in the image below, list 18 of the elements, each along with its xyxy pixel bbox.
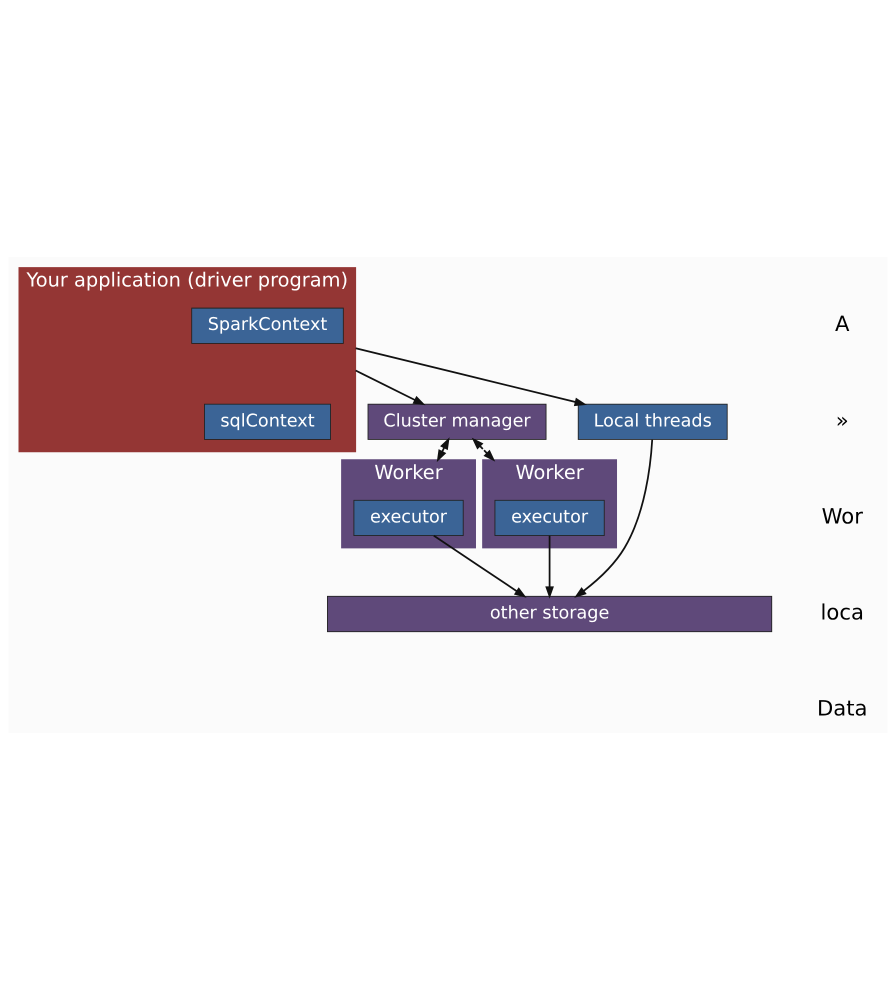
label: loca <box>820 598 864 624</box>
arrow <box>472 437 496 462</box>
node-box: SparkContext <box>191 307 344 344</box>
label: Wor <box>822 502 863 528</box>
arrow <box>545 535 554 598</box>
arrow <box>355 369 426 405</box>
node-box: executor <box>353 499 464 536</box>
node-box: executor <box>494 499 605 536</box>
label: Data <box>817 695 868 720</box>
arrow <box>574 439 654 598</box>
node-box: sqlContext <box>204 403 331 440</box>
label: A <box>835 310 850 336</box>
arrow <box>355 346 587 406</box>
node-box: other storage <box>327 595 772 632</box>
node-box: Local threads <box>578 403 728 440</box>
label: » <box>836 406 849 432</box>
arrow <box>436 436 450 462</box>
node-box: Cluster manager <box>368 403 546 440</box>
